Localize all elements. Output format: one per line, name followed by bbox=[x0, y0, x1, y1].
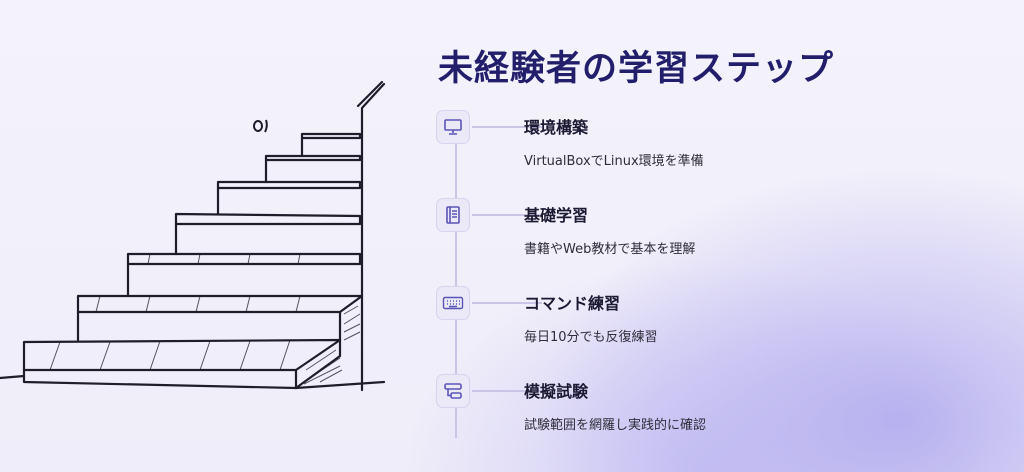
step-environment: 環境構築 VirtualBoxでLinux環境を準備 bbox=[436, 110, 996, 180]
monitor-icon bbox=[436, 110, 470, 144]
step-description: 書籍やWeb教材で基本を理解 bbox=[524, 242, 696, 257]
step-title: 基礎学習 bbox=[524, 206, 589, 225]
flowchart-icon bbox=[436, 374, 470, 408]
step-connector bbox=[472, 390, 542, 392]
step-mock-exam: 模擬試験 試験範囲を網羅し実践的に確認 bbox=[436, 374, 996, 444]
step-description: 毎日10分でも反復練習 bbox=[524, 330, 658, 345]
book-icon bbox=[436, 198, 470, 232]
step-connector bbox=[472, 302, 542, 304]
step-description: 試験範囲を網羅し実践的に確認 bbox=[524, 418, 707, 433]
keyboard-icon bbox=[436, 286, 470, 320]
page-title: 未経験者の学習ステップ bbox=[438, 49, 835, 89]
step-description: VirtualBoxでLinux環境を準備 bbox=[524, 154, 704, 169]
step-connector bbox=[472, 126, 542, 128]
step-command-practice: コマンド練習 毎日10分でも反復練習 bbox=[436, 286, 996, 356]
step-title: 模擬試験 bbox=[524, 382, 589, 401]
step-basics: 基礎学習 書籍やWeb教材で基本を理解 bbox=[436, 198, 996, 268]
step-title: コマンド練習 bbox=[524, 294, 621, 313]
staircase-illustration bbox=[0, 80, 386, 392]
step-title: 環境構築 bbox=[524, 118, 589, 137]
step-connector bbox=[472, 214, 542, 216]
